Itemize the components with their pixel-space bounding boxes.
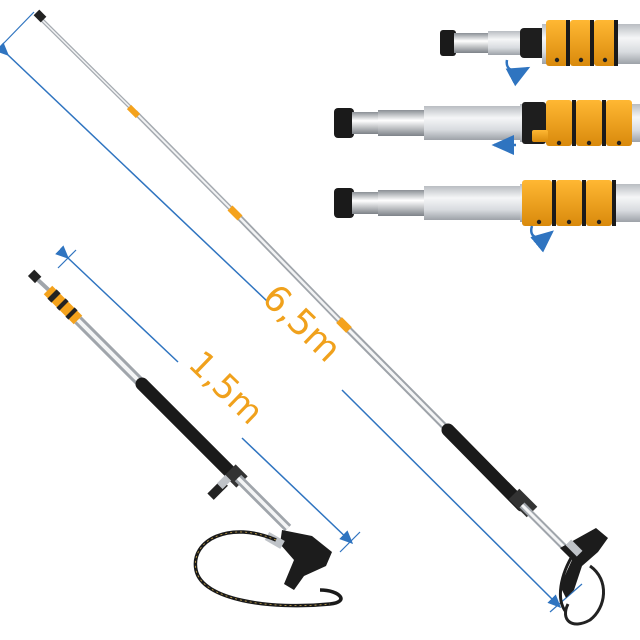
lock-detail-2 [334,100,640,155]
extended-length-dimension: 6,5m [0,11,583,613]
rotate-arrow-icon [529,225,554,253]
extended-lance [33,9,608,626]
lock-detail-1 [440,20,640,87]
collapsed-length-label: 1,5m [180,343,271,432]
lock-detail-3 [334,180,640,253]
rotate-arrow-icon [505,59,531,87]
collapsed-lance [27,269,343,608]
extended-length-label: 6,5m [254,277,349,371]
